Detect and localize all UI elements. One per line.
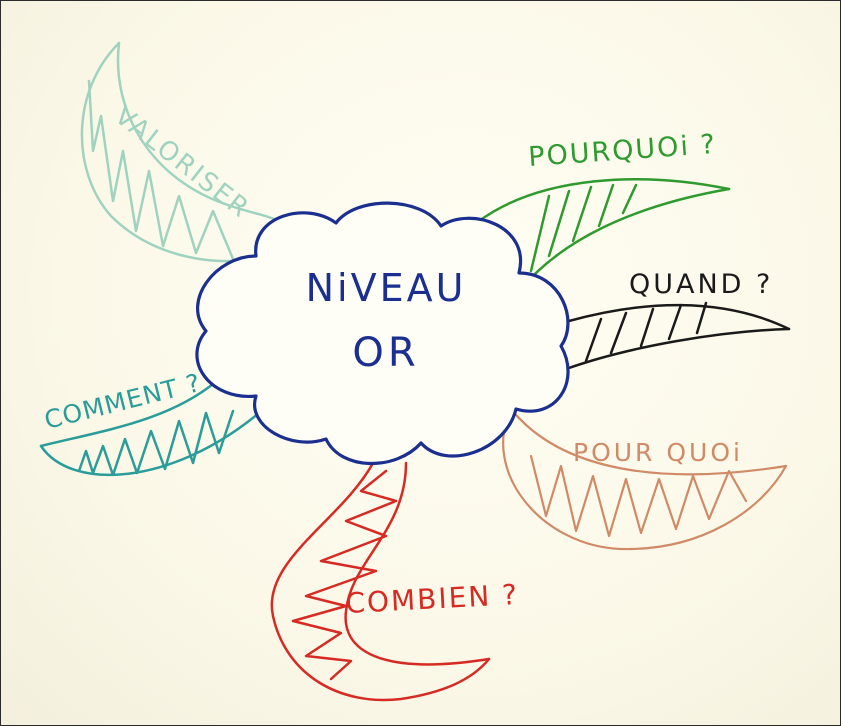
branch-quand-hatch xyxy=(584,301,708,363)
branch-pour-quoi-leaf-inner xyxy=(509,407,788,476)
branch-quand-label: QUAND ? xyxy=(629,269,773,300)
branch-pourquoi-top-label: POURQUOi ? xyxy=(527,129,717,173)
branch-combien-label: COMBIEN ? xyxy=(345,578,520,620)
branch-comment-leaf-upper xyxy=(39,377,221,448)
branch-combien-leaf-outer xyxy=(270,461,491,702)
branch-valoriser-leaf-inner xyxy=(116,41,285,225)
branch-pour-quoi-zigzag xyxy=(529,454,748,538)
branch-pourquoi-top-leaf-lower xyxy=(519,187,731,291)
branch-pour-quoi-label: POUR QUOi xyxy=(573,438,743,467)
branch-quand xyxy=(564,301,791,371)
branch-comment-zigzag xyxy=(77,409,235,477)
branch-valoriser-zigzag xyxy=(87,79,235,261)
center-title-line1: NiVEAU xyxy=(306,266,467,310)
branch-valoriser xyxy=(80,41,285,263)
center-title-line2: OR xyxy=(352,330,419,376)
branch-pourquoi-top xyxy=(477,178,731,291)
branch-comment xyxy=(39,377,261,477)
branch-pourquoi-top-hatch xyxy=(529,183,638,273)
central-cloud xyxy=(195,201,570,466)
branch-pour-quoi xyxy=(502,407,788,551)
branch-quand-leaf-lower xyxy=(564,327,791,371)
branch-combien-zigzag xyxy=(291,469,398,681)
branch-combien xyxy=(270,461,491,702)
branch-pour-quoi-leaf-outer xyxy=(502,407,788,551)
branch-pourquoi-top-leaf-upper xyxy=(477,178,731,223)
branch-combien-leaf-inner xyxy=(344,461,491,666)
